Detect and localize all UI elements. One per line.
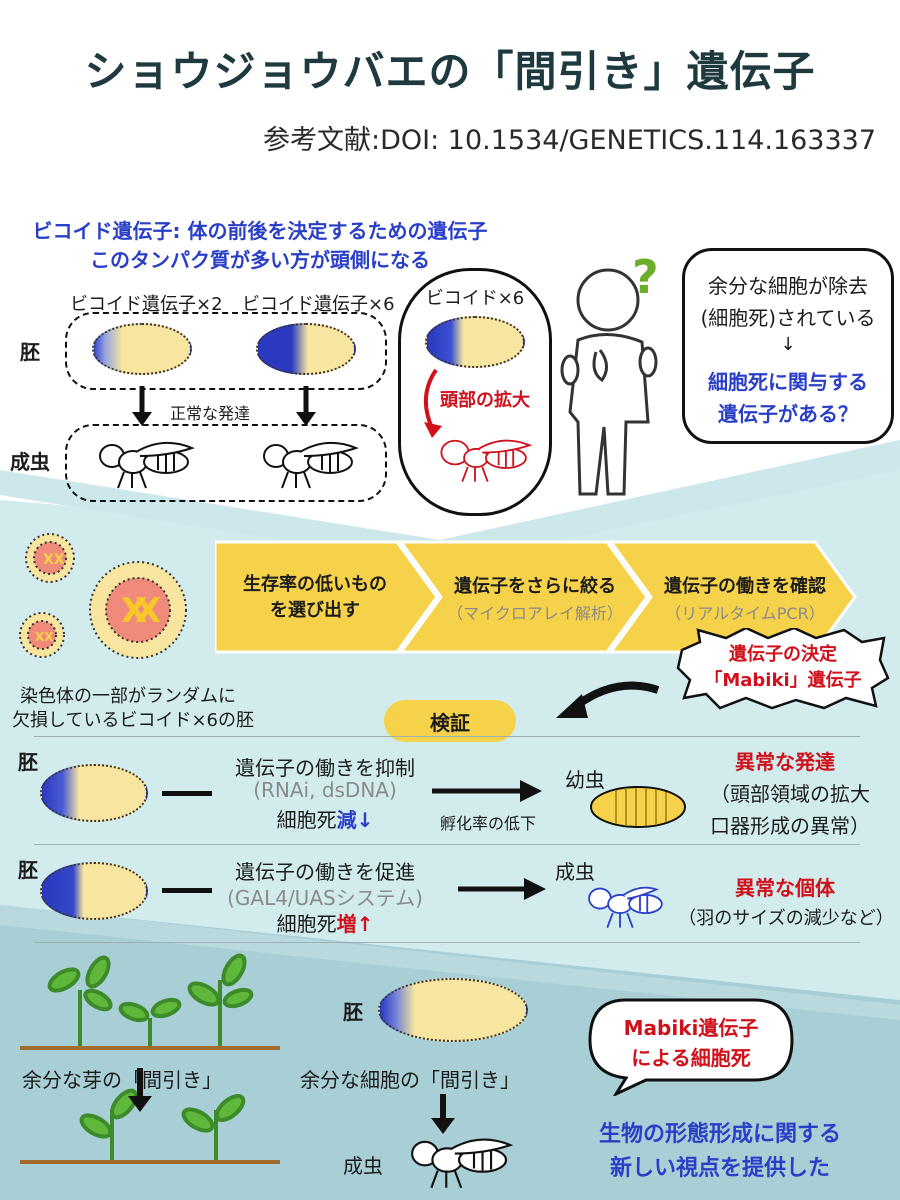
decision-line-1: 遺伝子の決定 (729, 644, 837, 665)
screening-caption-2: 欠損しているビコイド×6の胚 (12, 710, 254, 731)
decision-line-2: 「Mabiki」遺伝子 (704, 670, 862, 691)
step3-main: 遺伝子の働きを確認 (664, 576, 826, 597)
head-enlarge-label: 頭部の拡大 (440, 390, 530, 411)
divider (34, 844, 860, 845)
thought-line-1: 余分な細胞が除去 (708, 274, 868, 298)
screening-steps-chevrons (215, 540, 857, 654)
bottom-adult-label: 成虫 (343, 1154, 383, 1178)
fly-icon (263, 441, 359, 489)
step2-sub: （マイクロアレイ解析） (447, 604, 623, 623)
divider (34, 736, 860, 737)
mabiki-speech-bubble (588, 998, 794, 1096)
verify1-arrow (432, 780, 542, 802)
thought-line-4: 遺伝子がある？ (718, 402, 858, 426)
svg-text:XX: XX (35, 630, 54, 644)
decision-burst (676, 628, 890, 710)
verify1-stage-label: 幼虫 (565, 768, 605, 792)
verify1-line-1: 遺伝子の働きを抑制 (235, 756, 415, 780)
question-mark-icon: ? (632, 250, 659, 304)
verify2-line-3: 細胞死増↑ (276, 912, 374, 936)
normal-dev-label: 正常な発達 (170, 404, 251, 423)
divider (34, 942, 860, 943)
screening-caption-1: 染色体の一部がランダムに (20, 686, 236, 707)
verify1-result-2: 口器形成の異常） (710, 814, 870, 838)
thought-line-2: (細胞死)されている (700, 306, 876, 330)
thought-line-3: 細胞死に関与する (708, 370, 868, 394)
bubble-line-1: Mabiki遺伝子 (623, 1016, 759, 1040)
bottom-down-arrow (431, 1094, 455, 1134)
svg-text:X: X (135, 591, 161, 631)
svg-text:XX: XX (43, 552, 65, 568)
reference-doi: 参考文献:DOI: 10.1534/GENETICS.114.163337 (263, 125, 876, 156)
verify2-stage-label: 成虫 (555, 860, 595, 884)
bottom-embryo (378, 978, 528, 1042)
decision-curve-arrow (556, 681, 660, 718)
larva-icon (590, 786, 686, 828)
verify1-arrow-caption: 孵化率の低下 (440, 814, 537, 833)
verify2-dash (162, 888, 212, 893)
label-bicoid-x6: ビコイド遺伝子×6 (242, 294, 395, 315)
verify2-arrow (458, 878, 546, 900)
verify1-result-title: 異常な発達 (735, 750, 835, 774)
verify-pill: 検証 (384, 700, 516, 742)
page-title: ショウジョウバエの「間引き」遺伝子 (84, 47, 816, 96)
intro-line-1: ビコイド遺伝子: 体の前後を決定するための遺伝子 (32, 219, 488, 243)
thought-arrow: ↓ (780, 334, 796, 355)
embryo-bicoid-x6 (256, 323, 356, 375)
verify2-line-1: 遺伝子の働きを促進 (235, 860, 415, 884)
verify1-embryo (40, 764, 148, 822)
sprout-thinning-label: 余分な芽の「間引き」 (22, 1068, 222, 1092)
fly-icon (99, 441, 195, 489)
verify2-embryo (40, 862, 148, 920)
intro-line-2: このタンパク質が多い方が頭側になる (90, 248, 430, 272)
verify2-line-2: (GAL4/UASシステム) (227, 886, 423, 910)
verify2-result-1: （羽のサイズの減少など） (678, 908, 894, 929)
fly-icon (411, 1138, 514, 1189)
bicoid-x6-title: ビコイド×6 (425, 288, 525, 309)
svg-text:X: X (121, 591, 147, 631)
verify1-line-3: 細胞死減↓ (276, 808, 374, 832)
step2-main: 遺伝子をさらに絞る (454, 576, 616, 597)
verify1-dash (162, 791, 212, 796)
embryo-bicoid-x2 (92, 323, 192, 375)
adult-dash-box (65, 424, 387, 502)
verify2-embryo-label: 胚 (18, 858, 38, 882)
sprouts-illustration (20, 953, 280, 1164)
verify1-embryo-label: 胚 (18, 750, 38, 774)
embryo-bicoid-x6-large (425, 316, 525, 368)
step3-sub: （リアルタイムPCR） (665, 604, 825, 623)
label-bicoid-x2: ビコイド遺伝子×2 (70, 294, 223, 315)
mutant-embryo-cells: XX XX X X (19, 533, 187, 659)
cell-thinning-label: 余分な細胞の「間引き」 (300, 1068, 520, 1092)
step1-line-1: 生存率の低いもの (243, 574, 387, 595)
head-enlarge-arrow (424, 368, 442, 438)
bottom-embryo-label: 胚 (343, 1000, 363, 1024)
verify1-line-2: (RNAi, dsDNA) (253, 778, 397, 802)
conclusion-line-2: 新しい視点を提供した (609, 1156, 830, 1181)
verify2-result-title: 異常な個体 (735, 876, 835, 900)
verify1-result-1: （頭部領域の拡大 (710, 782, 870, 806)
row-label-embryo: 胚 (20, 340, 40, 364)
thought-bubble (682, 248, 894, 444)
red-fly-icon (440, 439, 533, 482)
row-label-adult: 成虫 (10, 450, 50, 474)
step1-line-2: を選び出す (270, 600, 360, 621)
conclusion-line-1: 生物の形態形成に関する (598, 1122, 841, 1147)
normal-dev-arrows (132, 386, 316, 426)
embryo-dash-box (65, 312, 387, 390)
bubble-line-2: による細胞死 (631, 1046, 751, 1070)
blue-fly-icon (588, 886, 663, 928)
thinking-person-icon (560, 268, 658, 496)
